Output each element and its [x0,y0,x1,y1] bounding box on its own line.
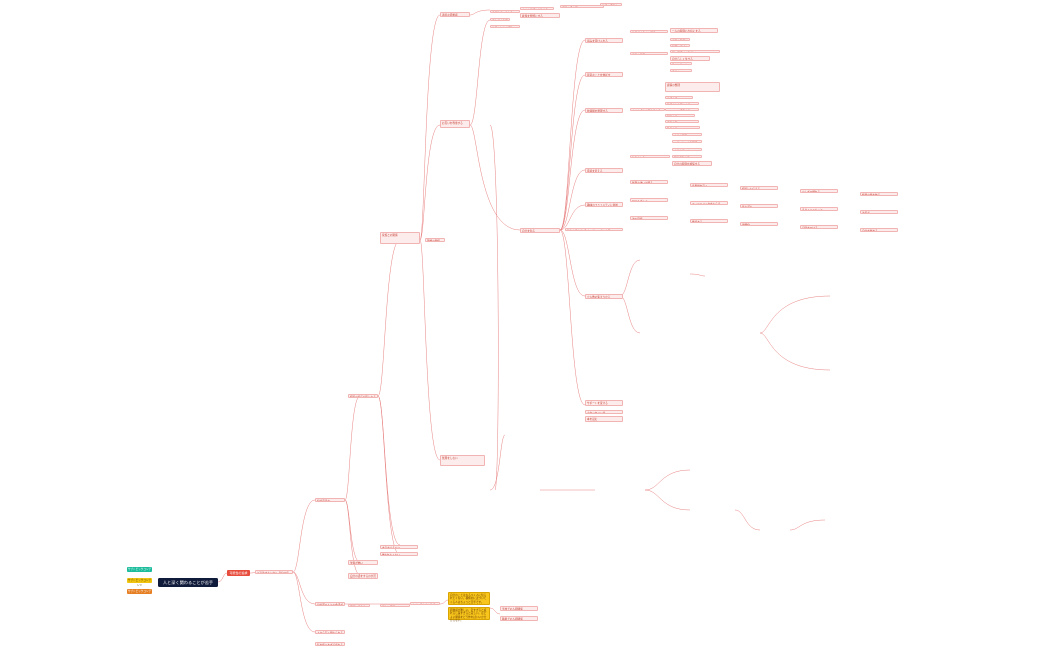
topic-node[interactable]: 日記を書く [665,96,693,99]
topic-node[interactable]: リラックスする時間 [672,140,702,143]
topic-node[interactable]: 期待に応えられない不安 [348,604,370,607]
topic-node[interactable]: うまくいったこと [800,207,838,211]
topic-node[interactable]: 初対面の人との会話が続かない [315,602,345,606]
topic-node[interactable]: 相手の話を聞く [560,5,604,8]
topic-node[interactable]: 適度な距離感 [440,12,470,17]
topic-node[interactable]: 深い関係は少数でいい [670,50,720,53]
topic-node[interactable]: 小さな成功を積み重ねる [630,108,665,111]
topic-node[interactable]: 感情の整理 [665,82,720,92]
topic-node[interactable]: 環境を変える [585,168,623,173]
topic-node[interactable]: サポートを受ける [585,400,623,406]
topic-node[interactable]: 嫌われたくない [380,552,418,556]
topic-node[interactable]: 人から深く関わられると逃げたくなる [315,630,345,634]
topic-node[interactable]: 習慣化 [740,222,778,226]
topic-node[interactable]: 自分の時間を確保する [672,161,712,166]
main-branch-topic[interactable]: 可能性の追求 [227,570,250,576]
topic-node[interactable]: 気持ちを言葉にする [665,102,699,105]
topic-node[interactable]: 無理な誘いは断る [630,180,668,184]
topic-node[interactable]: 音楽を聴く [665,120,699,123]
topic-node[interactable]: 小さな会話から始める [520,7,554,10]
topic-node[interactable]: 相手の反応が気になる [348,394,378,398]
topic-node[interactable]: 一人の時間も大切にする [670,28,718,33]
topic-node[interactable]: 将来の展望 [630,52,668,55]
topic-node[interactable]: 本音を言えない [380,545,418,549]
topic-node[interactable]: 家族との関係 [380,232,420,244]
topic-node[interactable]: 境界線を引く [690,183,728,187]
topic-node[interactable]: 共通の話題を探す [600,3,622,6]
topic-node[interactable]: 安心できる相手 [490,18,510,21]
topic-node[interactable]: 自分の話をするのが苦手 [348,573,378,579]
topic-node[interactable]: 理想の関係 [425,238,445,242]
topic-node[interactable]: 継続する [690,219,728,223]
topic-node[interactable]: 他人と比べない [670,62,692,65]
topic-node[interactable]: 少しずつ慣れる [800,189,838,193]
topic-node[interactable]: 休息をとる [630,155,670,158]
topic-node[interactable]: カウンセリング [585,410,623,414]
side-topic-orange[interactable]: サブトピックコンテンツ [127,589,152,598]
topic-node[interactable]: 自分らしく生きる [670,56,710,61]
topic-node[interactable]: ストレスの発散方法 [665,108,699,111]
topic-node[interactable]: 改善点 [860,210,898,214]
topic-node[interactable]: 練習の場を作る [860,192,898,196]
topic-node[interactable]: 価値観を整理する [585,108,623,113]
side-topic-green[interactable]: サブトピックコンテンツ [127,567,152,576]
topic-node[interactable]: 十分な睡眠 [672,133,702,136]
topic-node[interactable]: 気を使いすぎて疲れる [315,642,345,646]
topic-node[interactable]: 次の目標 [630,216,668,220]
topic-node[interactable]: 得意なことを伸ばす [585,72,623,77]
topic-node[interactable]: 無理をしない [440,455,485,466]
topic-node[interactable]: 無理に広げない [670,44,690,47]
topic-node[interactable]: 記録をつける [800,225,838,229]
topic-node[interactable]: 職場での人間関係 [500,616,538,621]
topic-node[interactable]: 小さい頃からの性格 [410,602,440,605]
topic-node[interactable]: 自分を知る [520,228,560,233]
topic-node[interactable]: 趣味のコミュニティに参加 [585,202,623,207]
side-topic-yellow[interactable]: サブトピックコンテンツ [127,578,152,587]
topic-node[interactable]: 運動する [665,114,695,117]
topic-node[interactable]: 散歩する [665,126,700,129]
root-topic[interactable]: 人と深く関わることが苦手 [158,578,218,587]
topic-node[interactable]: フィードバックをもらう [690,201,728,205]
topic-node[interactable]: 断る勇気を持つ [672,155,702,158]
topic-node[interactable]: 沈黙が怖い [348,560,378,565]
topic-node[interactable]: 振り返り [740,204,778,208]
topic-node[interactable]: 本を読む [585,416,623,422]
topic-node[interactable]: 人付き合いのルール [672,148,702,151]
topic-node[interactable]: 改善のための行動 [490,25,520,28]
topic-node[interactable]: ロールプレイ [630,198,668,202]
topic-node[interactable]: 自分を褒める [860,228,898,232]
topic-node[interactable]: 必要な関係だけを大切にする [670,38,690,41]
topic-node[interactable]: 過去の経験 [380,604,410,607]
topic-node[interactable]: 学校での人間関係 [500,606,538,611]
topic-node[interactable]: 自然体でいられる [490,10,520,13]
highlight-note-1[interactable]: 自分のことはなるべく人に知られたくない。積極的に近づいてくる人はちょっと苦手です… [448,592,490,605]
topic-node[interactable]: 自分のペースを守る [670,69,692,72]
topic-node[interactable]: オンラインでの交流 [585,228,623,231]
topic-node[interactable]: 少人数の集まりから [585,294,623,299]
topic-node[interactable]: 信頼できる人に相談 [630,30,668,33]
highlight-note-2[interactable]: 距離感が難しい。近すぎると疲れるし遠すぎると寂しい。ほどよい関係をどう作ればいい… [448,607,490,622]
topic-node[interactable]: 弱みを受け入れる [585,38,623,43]
topic-node[interactable]: どう生きたいか？ 自分の気持ちを整理する [255,570,293,574]
topic-node[interactable]: 相手にも伝える [740,186,778,190]
topic-node[interactable]: 何が苦手か [315,498,345,502]
topic-node[interactable]: 挨拶を習慣にする [520,13,560,18]
topic-node[interactable]: お互いを尊重する [440,120,470,128]
